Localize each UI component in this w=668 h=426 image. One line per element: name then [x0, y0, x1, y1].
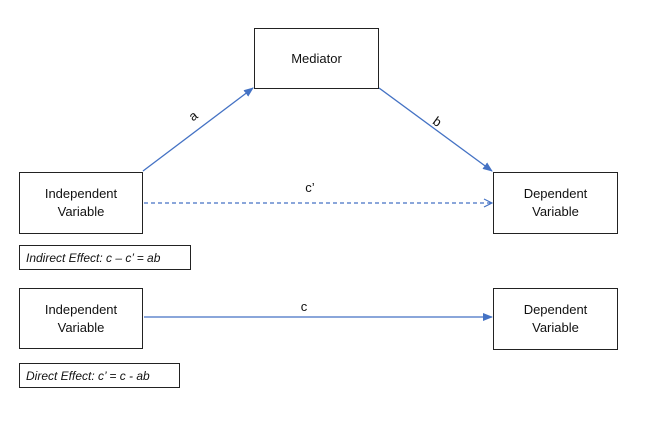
path-a-label: a	[186, 107, 201, 124]
indirect-effect-note: Indirect Effect: c – c’ = ab	[19, 245, 191, 270]
path-c-label: c	[301, 299, 308, 314]
mediator-box: Mediator	[254, 28, 379, 89]
dependent-variable-box-bottom: Dependent Variable	[493, 288, 618, 350]
independent-variable-label-bottom: Independent Variable	[44, 301, 118, 335]
mediator-label: Mediator	[291, 50, 342, 66]
dependent-variable-label-top: Dependent Variable	[523, 186, 588, 219]
path-c-prime-label: c’	[305, 180, 315, 195]
dependent-variable-label-bottom: Dependent Variable	[523, 302, 588, 335]
path-a-arrow	[142, 87, 254, 172]
independent-variable-label-top: Independent Variable	[44, 186, 118, 219]
independent-variable-box-top: Independent Variable	[19, 172, 143, 234]
path-b-arrow	[378, 87, 493, 172]
direct-effect-note: Direct Effect: c’ = c - ab	[19, 363, 180, 388]
dependent-variable-box-top: Dependent Variable	[493, 172, 618, 234]
independent-variable-box-bottom: Independent Variable	[19, 288, 143, 349]
